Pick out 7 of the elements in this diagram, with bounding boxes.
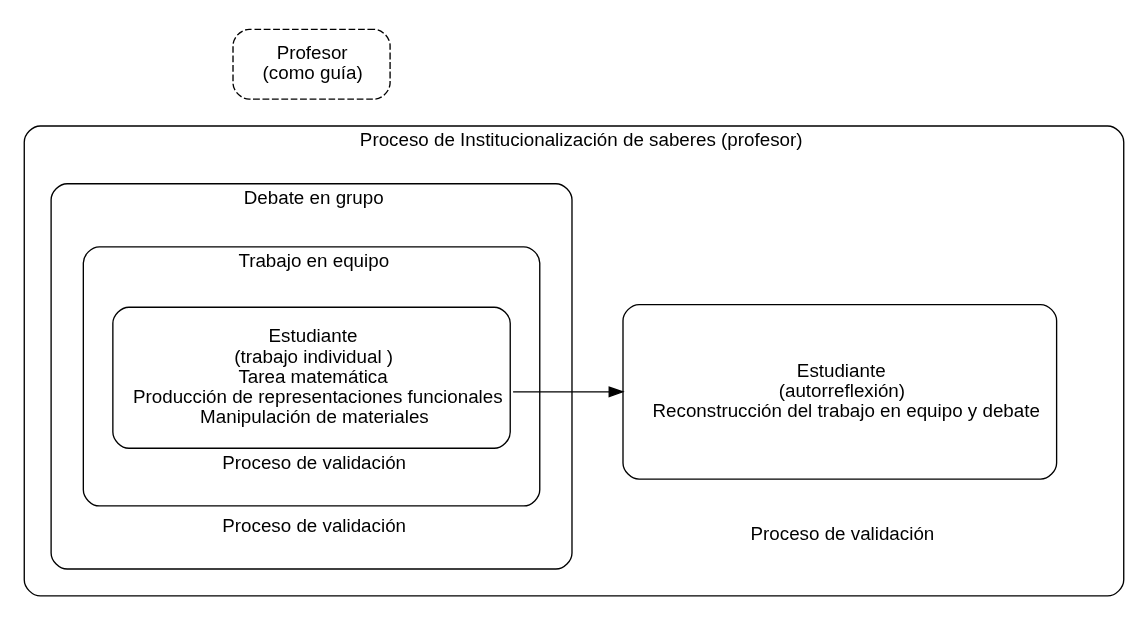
node-box: Estudiante (trabajo individual ) Tarea matemática Producción de representaciones funcionales Manipulación de materiales <box>112 306 511 449</box>
arrow <box>512 386 625 398</box>
node-box: Profesor (como guía) <box>232 28 391 100</box>
node-label: Proceso de validación <box>222 451 407 473</box>
label: Proceso de validación <box>750 522 935 544</box>
node-box: Estudiante (autorreflexión) Reconstrucción del trabajo en equipo y debate <box>622 303 1058 480</box>
node-label: Proceso de validación <box>222 514 407 536</box>
